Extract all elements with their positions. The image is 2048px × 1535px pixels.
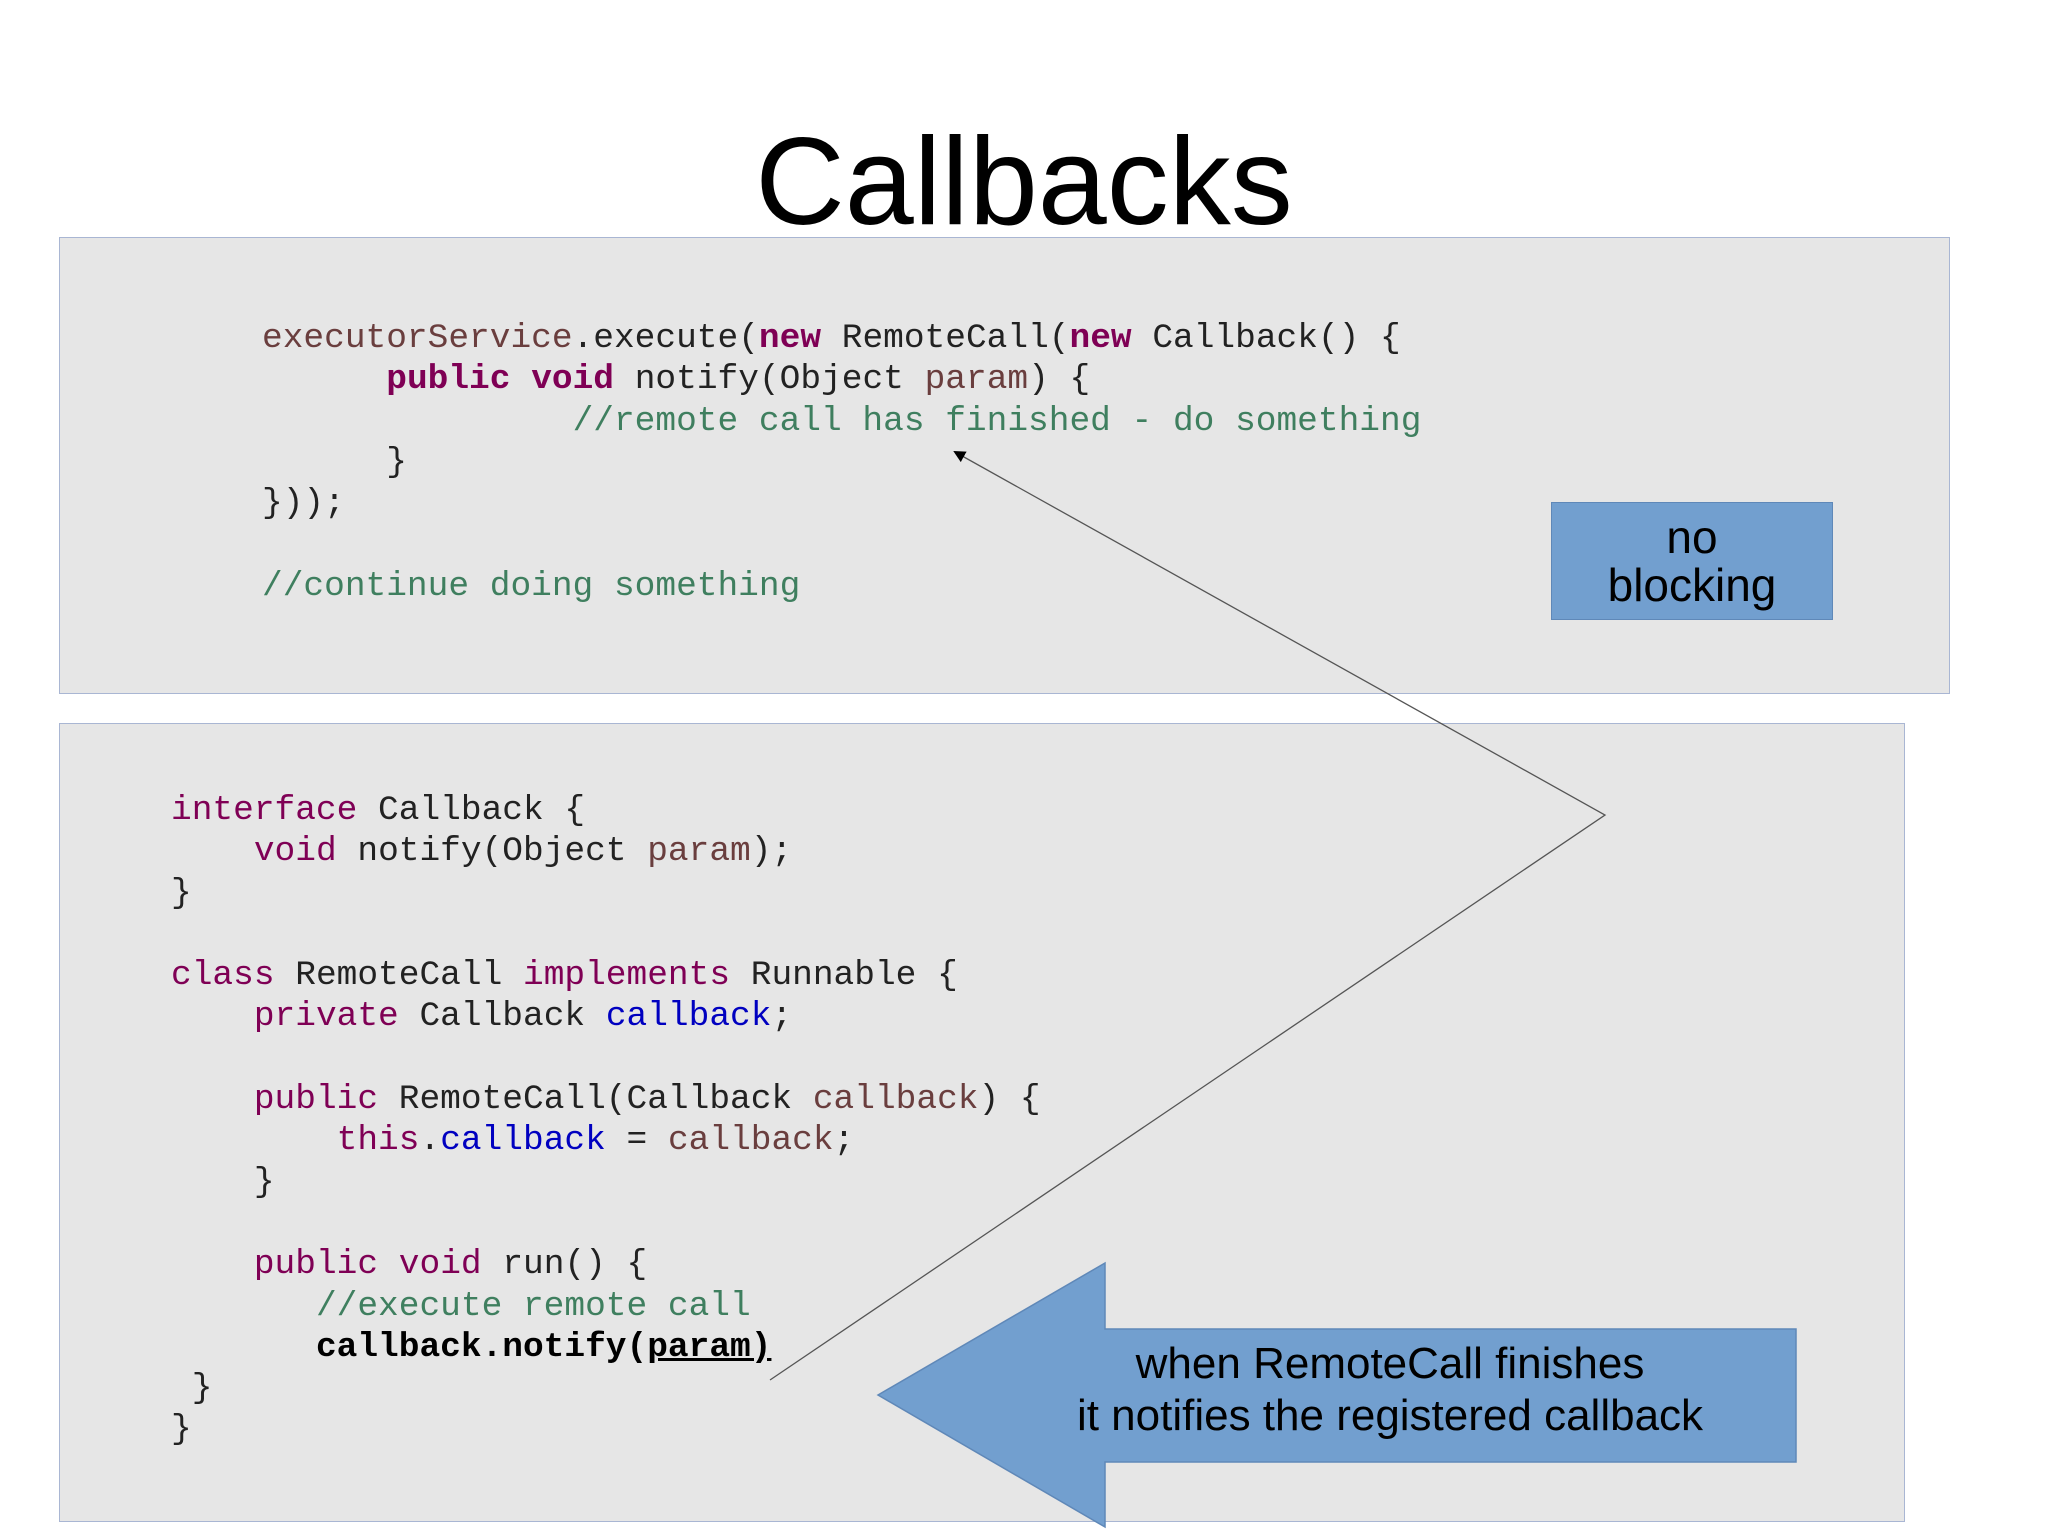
code-token: new (758, 319, 822, 358)
code-line: class RemoteCall implements Runnable { (171, 955, 1041, 996)
code-token: RemoteCall (274, 956, 523, 996)
code-token: Runnable { (730, 956, 958, 996)
code-token: } (171, 1369, 213, 1409)
code-line (171, 1203, 1041, 1244)
code-token: })); (262, 484, 345, 524)
no-blocking-badge: no blocking (1551, 502, 1833, 620)
code-token: } (171, 1162, 275, 1202)
code-line: } (171, 873, 1041, 914)
code-token: RemoteCall(Callback (378, 1080, 813, 1120)
code-token: public (253, 1245, 379, 1285)
code-line: private Callback callback; (171, 996, 1041, 1037)
code-line: executorService.execute(new RemoteCall(n… (262, 318, 1421, 359)
code-token (171, 1287, 316, 1326)
code-token: notify(Object (614, 360, 925, 400)
code-token (171, 1245, 254, 1284)
code-line (171, 1038, 1041, 1079)
code-line: public RemoteCall(Callback callback) { (171, 1079, 1041, 1120)
code-token: ); (750, 832, 793, 872)
code-token: ) { (1028, 360, 1091, 400)
callout-line-2: it notifies the registered callback (1076, 1391, 1704, 1440)
code-token: callback (605, 997, 772, 1037)
code-line: public void run() { (171, 1244, 1041, 1285)
code-token (262, 402, 573, 441)
code-token: void (253, 832, 337, 872)
code-token: RemoteCall( (821, 319, 1070, 358)
code-token: //continue doing something (262, 566, 801, 606)
code-token: class (171, 956, 275, 996)
callout-text: when RemoteCall finishes it notifies the… (1040, 1338, 1740, 1442)
code-token (171, 1121, 337, 1160)
code-token: //remote call has finished - do somethin… (572, 401, 1422, 441)
code-line: public void notify(Object param) { (262, 359, 1421, 400)
code-token: . (419, 1121, 441, 1161)
slide-title: Callbacks (755, 113, 1293, 251)
code-line: callback.notify(param) (171, 1327, 1041, 1368)
code-token: Callback (398, 997, 606, 1037)
code-token: void (398, 1245, 482, 1285)
code-line: })); (262, 483, 1421, 524)
code-token: callback (812, 1080, 979, 1120)
code-line: } (171, 1409, 1041, 1450)
code-token: } (262, 442, 407, 482)
code-line (171, 914, 1041, 955)
code-token (171, 1080, 254, 1119)
code-line: void notify(Object param); (171, 831, 1041, 872)
code-token: callback.notify( (315, 1327, 648, 1367)
code-token: = (605, 1121, 668, 1161)
code-token: ; (771, 997, 793, 1037)
code-token (262, 360, 386, 399)
code-token: ) { (978, 1080, 1041, 1120)
code-token (171, 997, 254, 1036)
code-token: param (924, 360, 1029, 400)
code-line: } (262, 442, 1421, 483)
code-token: private (253, 997, 399, 1037)
code-token: param (647, 832, 751, 872)
code-block-usage: executorService.execute(new RemoteCall(n… (262, 318, 1421, 607)
code-token: Callback { (357, 791, 586, 830)
code-token: param) (647, 1327, 772, 1367)
code-token: notify(Object (336, 832, 648, 872)
code-token: callback (667, 1121, 834, 1161)
code-token: interface (171, 791, 358, 830)
code-block-definitions: interface Callback { void notify(Object … (171, 790, 1041, 1451)
code-token: new (1069, 319, 1132, 358)
code-token: implements (522, 956, 731, 996)
callout-line-1: when RemoteCall finishes (1135, 1339, 1645, 1388)
code-line: //continue doing something (262, 566, 1421, 607)
code-token (171, 1328, 316, 1367)
code-token: } (171, 873, 192, 913)
code-token: public (386, 360, 511, 400)
code-line: this.callback = callback; (171, 1120, 1041, 1161)
code-line: //execute remote call (171, 1286, 1041, 1327)
code-token: public (253, 1080, 379, 1120)
code-token: callback (440, 1121, 606, 1161)
code-token: run() { (481, 1245, 648, 1285)
code-line: //remote call has finished - do somethin… (262, 401, 1422, 442)
code-token: ; (833, 1121, 855, 1161)
code-token: //execute remote call (315, 1286, 751, 1326)
code-token: .execute( (572, 319, 759, 358)
code-line: } (171, 1162, 1041, 1203)
code-token (378, 1245, 399, 1284)
code-token: } (171, 1410, 192, 1450)
code-token: this (336, 1121, 420, 1161)
code-token: void (531, 360, 615, 400)
code-token: executorService (262, 319, 573, 358)
code-line: interface Callback { (171, 790, 1041, 831)
code-line (262, 524, 1421, 565)
code-token (510, 360, 531, 399)
code-token: Callback() { (1131, 319, 1401, 358)
code-line: } (171, 1368, 1041, 1409)
code-token (171, 832, 254, 871)
